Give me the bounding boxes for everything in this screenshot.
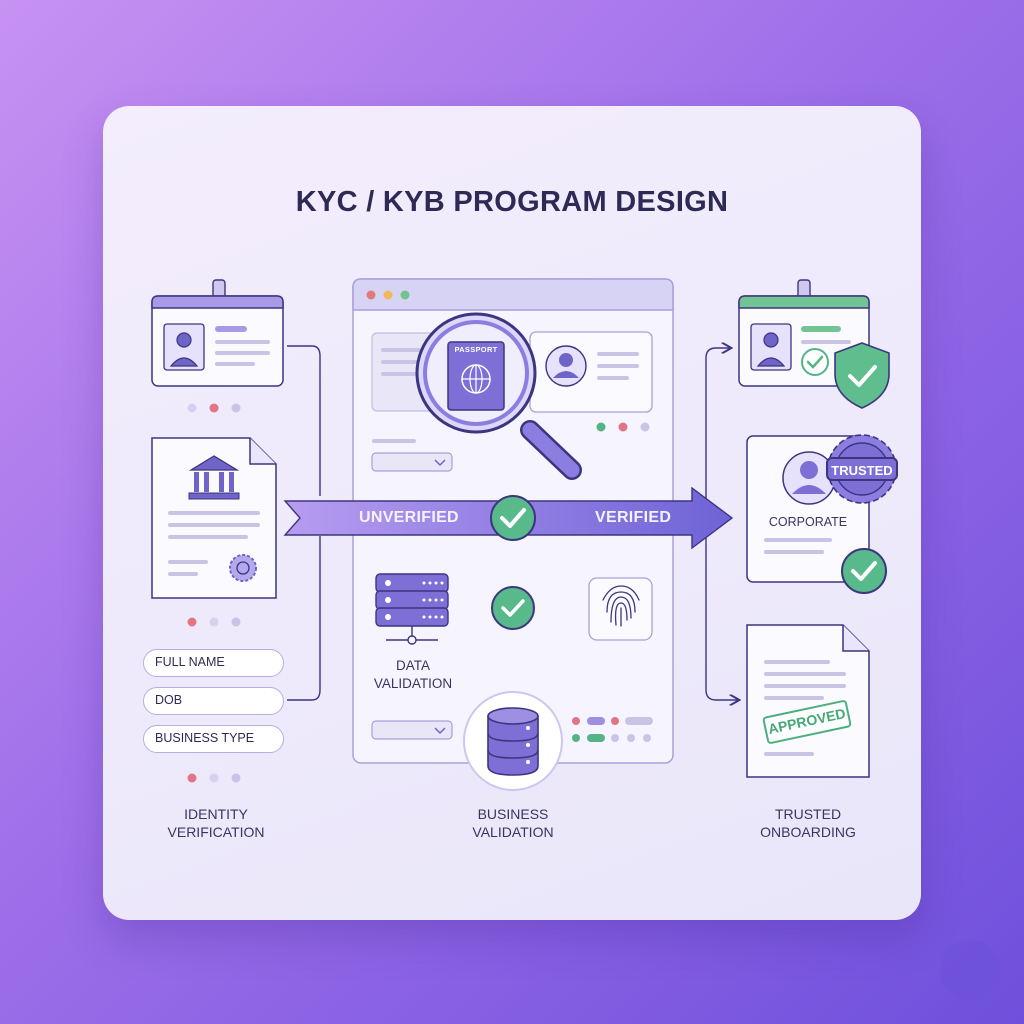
verified-check-icon: [490, 495, 536, 541]
connector-id-card: [287, 345, 321, 496]
identity-verification-label: IDENTITY VERIFICATION: [167, 806, 265, 840]
connector-right-bottom: [705, 538, 738, 700]
status-chips: [572, 717, 653, 742]
dob-field[interactable]: DOB: [143, 687, 284, 715]
passport-label: PASSPORT: [454, 345, 498, 354]
business-document-icon: [151, 437, 277, 599]
window-minimize-dot: [383, 290, 393, 300]
pagination-dots-3: [187, 773, 241, 783]
full-name-field[interactable]: FULL NAME: [143, 649, 284, 677]
window-maximize-dot: [400, 290, 410, 300]
trusted-onboarding-label: TRUSTED ONBOARDING: [760, 806, 856, 840]
validation-check-icon: [491, 586, 535, 630]
unverified-label: UNVERIFIED: [359, 509, 459, 526]
trusted-badge: TRUSTED: [826, 457, 898, 481]
page-title: KYC / KYB PROGRAM DESIGN: [295, 186, 729, 218]
business-type-field[interactable]: BUSINESS TYPE: [143, 725, 284, 753]
bank-icon: [188, 455, 240, 500]
shield-check-icon: [834, 342, 890, 409]
seal-icon: [229, 554, 257, 582]
server-icon: [375, 573, 449, 645]
chevron-down-icon: [434, 459, 446, 467]
corporate-label: CORPORATE: [768, 515, 848, 529]
approved-check-icon: [841, 548, 887, 594]
approved-document-icon: [746, 624, 870, 778]
pagination-dots-1: [187, 403, 241, 413]
pagination-dots-2: [187, 617, 241, 627]
corner-decoration: [940, 940, 1000, 1000]
business-validation-label: BUSINESS VALIDATION: [472, 806, 554, 840]
connector-right-top: [705, 348, 730, 514]
fingerprint-icon: [588, 577, 653, 641]
connector-form: [287, 536, 321, 701]
magnifier-icon: [415, 312, 582, 480]
id-card-icon: [151, 279, 284, 387]
passport-icon: [447, 341, 505, 411]
data-validation-label: DATA VALIDATION: [373, 658, 453, 691]
verified-label: VERIFIED: [595, 509, 672, 526]
database-icon: [463, 691, 563, 791]
dropdown-select-1: [371, 452, 453, 472]
window-close-dot: [366, 290, 376, 300]
dropdown-select-2: [371, 720, 453, 740]
